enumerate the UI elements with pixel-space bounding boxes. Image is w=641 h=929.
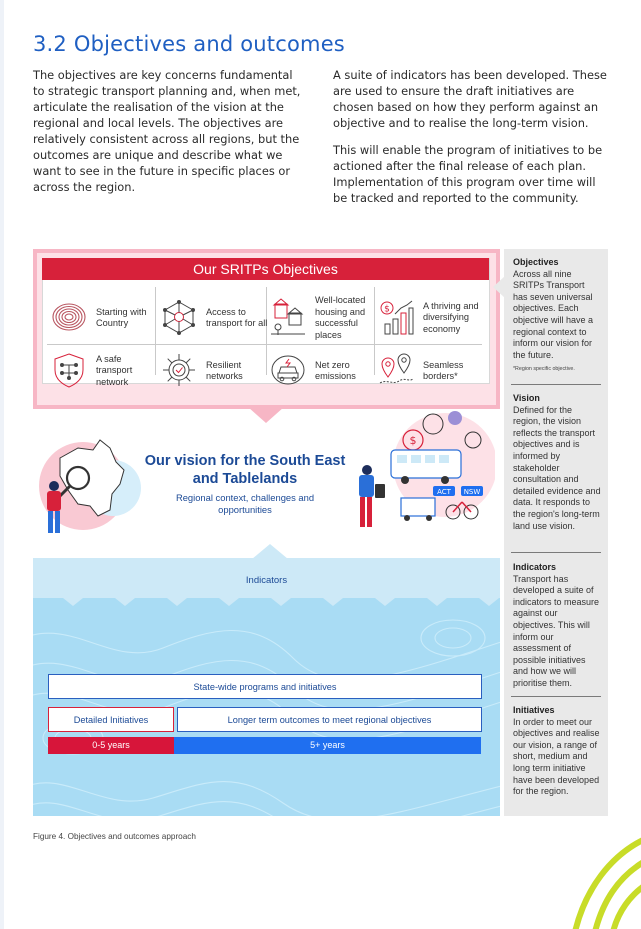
- grid-divider: [374, 287, 375, 375]
- objective-label: Well-located housing and successful plac…: [315, 295, 366, 340]
- side-footnote: *Region specific objective.: [513, 366, 575, 373]
- objective-net-zero: Net zero emissions: [265, 345, 373, 395]
- nsw-sign: NSW: [464, 488, 481, 496]
- side-divider: [511, 552, 601, 553]
- side-panel: [504, 249, 608, 816]
- figure-caption: Figure 4. Objectives and outcomes approa…: [33, 832, 196, 841]
- houses-icon: [271, 298, 305, 335]
- vision-subtitle: Regional context, challenges and opportu…: [175, 492, 315, 515]
- objective-resilient-networks: Resilient networks: [156, 345, 264, 395]
- svg-text:$: $: [410, 434, 417, 447]
- grid-divider: [47, 344, 482, 345]
- side-panel-pointer: [493, 276, 505, 298]
- side-text: In order to meet our objectives and real…: [513, 716, 600, 797]
- side-text: Across all nine SRITPs Transport has sev…: [513, 268, 594, 360]
- side-vision: Vision Defined for the region, the visio…: [513, 393, 601, 532]
- network-people-icon: [163, 300, 195, 335]
- growth-chart-icon: $: [380, 300, 414, 335]
- side-heading: Indicators: [513, 562, 557, 572]
- grid-divider: [266, 287, 267, 375]
- objective-thriving-economy: $ A thriving and diversifying economy: [373, 292, 481, 342]
- shield-network-icon: [54, 353, 84, 388]
- fingerprint-icon: [52, 303, 86, 331]
- vision-title: Our vision for the South East and Tablel…: [144, 453, 346, 487]
- side-divider: [511, 696, 601, 697]
- side-text: Transport has developed a suite of indic…: [513, 573, 600, 688]
- objective-starting-with-country: Starting with Country: [46, 292, 154, 342]
- grid-divider: [155, 287, 156, 375]
- side-objectives: Objectives Across all nine SRITPs Transp…: [513, 257, 601, 373]
- indicators-label: Indicators: [245, 575, 288, 586]
- objective-seamless-borders: Seamless borders*: [373, 345, 481, 395]
- objective-housing-places: Well-located housing and successful plac…: [265, 292, 373, 342]
- objectives-pointer: [248, 407, 284, 423]
- side-indicators: Indicators Transport has developed a sui…: [513, 562, 601, 690]
- objective-safe-network: A safe transport network: [46, 345, 154, 395]
- vision-pointer: [252, 544, 288, 559]
- indicator-arrows: [33, 594, 500, 606]
- transport-scene-illustration: $ ACT NSW: [359, 411, 495, 527]
- intro-paragraph-right-1: A suite of indicators has been developed…: [333, 68, 607, 130]
- objectives-header: Our SRITPs Objectives: [42, 258, 489, 280]
- decorative-swoosh: [572, 837, 641, 929]
- objective-access-to-transport: Access to transport for all: [156, 292, 267, 342]
- side-text: Defined for the region, the vision refle…: [513, 404, 601, 531]
- objective-label: Access to transport for all: [206, 306, 268, 329]
- side-heading: Objectives: [513, 257, 559, 267]
- objective-label: Starting with Country: [96, 306, 147, 329]
- intro-paragraph-right-2: This will enable the program of initiati…: [333, 143, 603, 205]
- section-title: 3.2 Objectives and outcomes: [33, 32, 345, 56]
- gear-check-icon: [163, 354, 195, 386]
- region-map-illustration: [39, 439, 141, 533]
- detailed-initiatives-box: Detailed Initiatives: [48, 707, 174, 732]
- map-pins-icon: [379, 353, 414, 384]
- objective-label: Resilient networks: [206, 359, 243, 382]
- longer-term-outcomes-box: Longer term outcomes to meet regional ob…: [177, 707, 482, 732]
- objective-label: A thriving and diversifying economy: [423, 300, 479, 334]
- side-initiatives: Initiatives In order to meet our objecti…: [513, 705, 601, 798]
- objective-label: Net zero emissions: [315, 359, 356, 382]
- side-heading: Initiatives: [513, 705, 555, 715]
- page-left-rule: [0, 0, 4, 929]
- objective-label: Seamless borders*: [423, 359, 464, 382]
- side-divider: [511, 384, 601, 385]
- objective-label: A safe transport network: [96, 353, 133, 387]
- intro-paragraph-left: The objectives are key concerns fundamen…: [33, 68, 301, 194]
- statewide-programs-box: State-wide programs and initiatives: [48, 674, 482, 699]
- electric-car-icon: [271, 355, 305, 385]
- indicators-band: [33, 558, 500, 598]
- act-sign: ACT: [437, 488, 452, 496]
- long-term-bar: 5+ years: [174, 737, 481, 754]
- side-heading: Vision: [513, 393, 540, 403]
- svg-text:$: $: [384, 305, 390, 315]
- short-term-bar: 0-5 years: [48, 737, 174, 754]
